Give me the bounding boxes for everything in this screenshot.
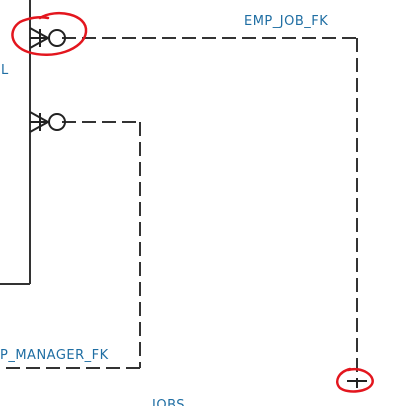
highlight-circle-icon xyxy=(11,11,88,57)
relationship-line-manager-fk[interactable] xyxy=(0,121,141,369)
crowsfoot-optional-many-icon-manager xyxy=(29,111,66,133)
relationship-label-emp-job-fk: EMP_JOB_FK xyxy=(244,14,328,29)
crowsfoot-optional-many-icon xyxy=(29,27,66,49)
relationship-label-manager-fk: P_MANAGER_FK xyxy=(0,348,109,363)
one-end-marker-icon xyxy=(347,378,367,388)
entity-label-jobs: JOBS xyxy=(151,398,185,406)
relationship-line-emp-job-fk[interactable] xyxy=(62,37,358,378)
highlight-circle-icon-bottom xyxy=(336,367,374,393)
entity-label-left: L xyxy=(1,63,9,78)
